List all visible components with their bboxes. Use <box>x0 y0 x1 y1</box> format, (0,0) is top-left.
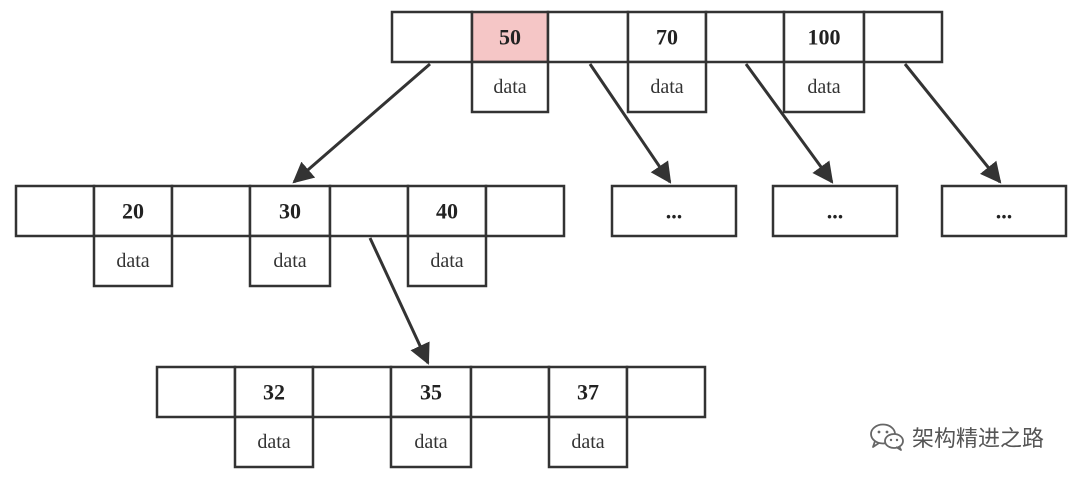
l2-key-32: 32 <box>263 380 285 405</box>
collapsed-node-3 <box>940 184 1068 238</box>
level2-node: 32 35 37 data data data <box>155 365 707 469</box>
root-key-100: 100 <box>808 25 841 50</box>
l1-data-label-40: data <box>430 250 463 272</box>
l1-pointer-cell-1 <box>14 184 96 238</box>
l2-data-cell-32 <box>233 415 315 469</box>
collapsed-node-2-label: ... <box>827 199 844 224</box>
collapsed-node-2 <box>771 184 899 238</box>
l2-data-label-37: data <box>571 431 604 453</box>
root-pointer-cell-4 <box>862 10 944 64</box>
root-pointer-cell-3 <box>704 10 786 64</box>
root-data-cell-100 <box>782 60 866 114</box>
l2-key-cell-35 <box>389 365 473 419</box>
l2-pointer-cell-1 <box>155 365 237 419</box>
l2-pointer-cell-3 <box>469 365 551 419</box>
l2-pointer-cell-2 <box>311 365 393 419</box>
l2-data-label-32: data <box>257 431 290 453</box>
tree-edges <box>292 62 1002 365</box>
l1-pointer-cell-4 <box>484 184 566 238</box>
l2-key-37: 37 <box>577 380 599 405</box>
collapsed-node-1 <box>610 184 738 238</box>
edge-root-to-collapsed-1 <box>588 63 672 184</box>
root-data-label-70: data <box>650 76 683 98</box>
l1-data-cell-30 <box>248 234 332 288</box>
l2-key-cell-32 <box>233 365 315 419</box>
level1-collapsed-nodes: ... ... ... <box>610 184 1068 238</box>
root-pointer-cell-2 <box>546 10 630 64</box>
l2-data-cell-37 <box>547 415 629 469</box>
l1-data-cell-40 <box>406 234 488 288</box>
root-key-50: 50 <box>499 25 521 50</box>
l2-data-label-35: data <box>414 431 447 453</box>
root-node: 50 70 100 data data data <box>390 10 944 114</box>
root-data-label-50: data <box>493 76 526 98</box>
root-data-cell-50 <box>470 60 550 114</box>
root-data-cell-70 <box>626 60 708 114</box>
level1-left-node: 20 30 40 data data data <box>14 184 566 288</box>
edge-root-to-collapsed-2 <box>744 63 834 184</box>
wechat-icon <box>870 423 904 451</box>
l1-key-cell-30 <box>248 184 332 238</box>
l1-data-cell-20 <box>92 234 174 288</box>
l1-pointer-cell-3 <box>328 184 410 238</box>
l1-data-label-20: data <box>116 250 149 272</box>
l2-key-35: 35 <box>420 380 442 405</box>
l2-pointer-cell-4 <box>625 365 707 419</box>
l1-key-20: 20 <box>122 199 144 224</box>
watermark: 架构精进之路 <box>868 421 1044 453</box>
l1-key-40: 40 <box>436 199 458 224</box>
edge-root-to-l1-left <box>292 62 431 184</box>
root-data-label-100: data <box>807 76 840 98</box>
watermark-text: 架构精进之路 <box>911 427 1044 452</box>
l1-data-label-30: data <box>273 250 306 272</box>
root-pointer-cell-1 <box>390 10 474 64</box>
collapsed-node-3-label: ... <box>996 199 1013 224</box>
edge-root-to-collapsed-3 <box>903 63 1002 184</box>
root-key-70: 70 <box>656 25 678 50</box>
collapsed-node-1-label: ... <box>666 199 683 224</box>
edge-l1-to-l2 <box>368 237 430 365</box>
l1-key-30: 30 <box>279 199 301 224</box>
l2-data-cell-35 <box>389 415 473 469</box>
l1-pointer-cell-2 <box>170 184 252 238</box>
